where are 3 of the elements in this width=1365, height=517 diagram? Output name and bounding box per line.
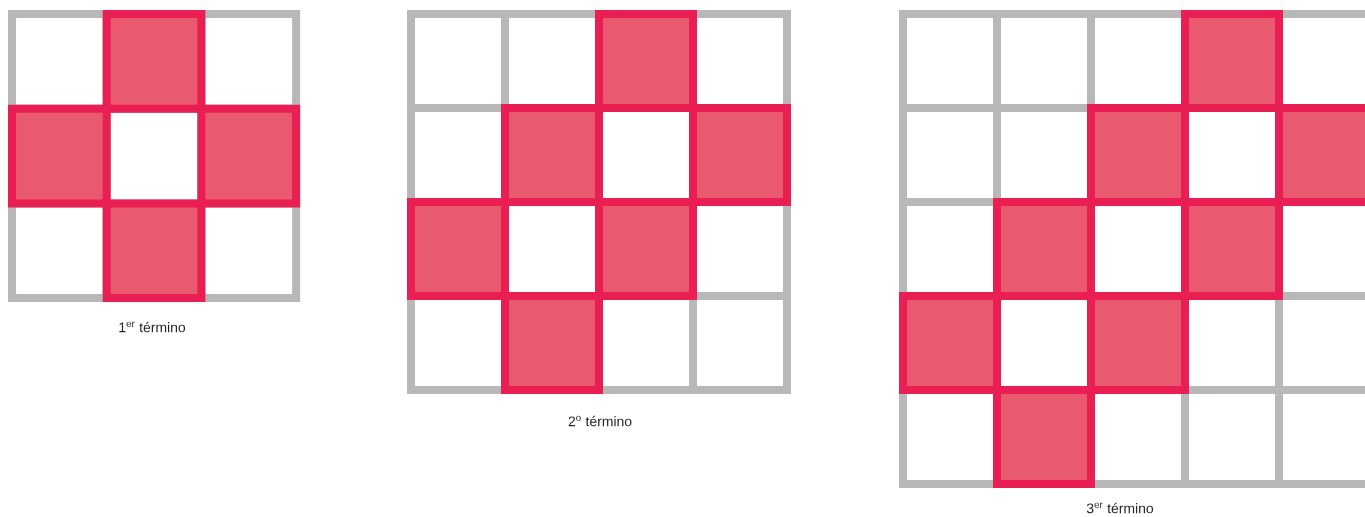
caption: 3$^{er}$ término [1086, 502, 1154, 514]
caption: 2$^{o}$ término [568, 415, 632, 427]
caption: 1$^{er}$ término [119, 321, 186, 333]
